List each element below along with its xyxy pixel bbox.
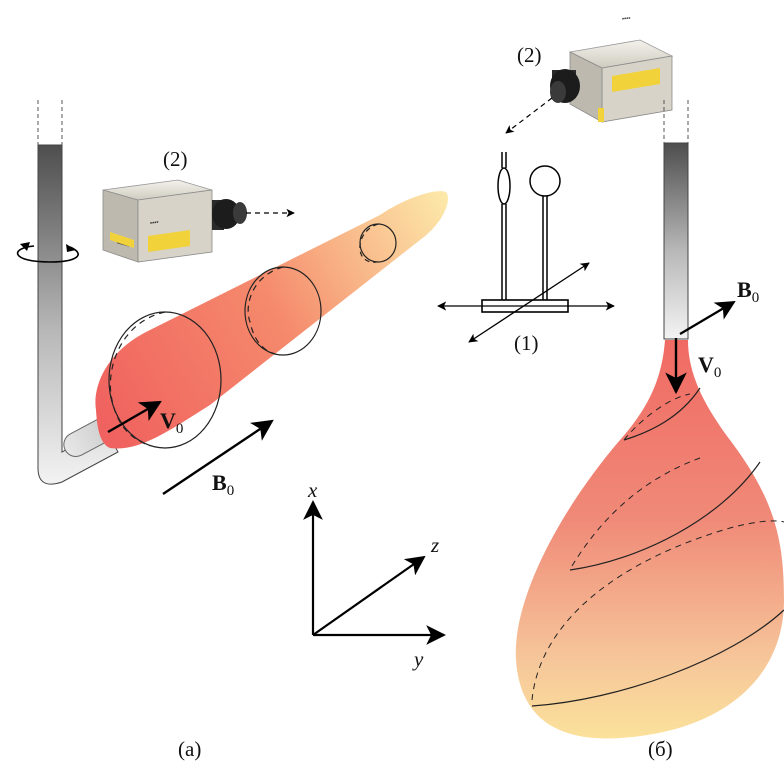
plume-a bbox=[95, 191, 449, 449]
plume-a-body bbox=[95, 191, 449, 449]
camera-b-label: (2) bbox=[517, 43, 542, 67]
panel-b-caption: (б) bbox=[648, 737, 673, 761]
probe-sphere-icon bbox=[529, 165, 561, 197]
device-axis-diagonal bbox=[468, 262, 590, 343]
axis-z-label: z bbox=[430, 533, 439, 557]
plume-b bbox=[515, 340, 784, 739]
camera-b-view-arrow bbox=[505, 97, 553, 134]
field-b-arrow bbox=[679, 300, 736, 335]
velocity-a-label: V0 bbox=[160, 408, 183, 437]
camera-a-icon: ▪▪▪▪ bbox=[102, 179, 247, 263]
plume-b-contour-2 bbox=[569, 461, 761, 571]
velocity-b-label: V0 bbox=[698, 352, 721, 381]
velocity-a-arrow bbox=[107, 400, 162, 434]
field-a-label: B0 bbox=[212, 470, 234, 499]
tube-b bbox=[663, 100, 689, 340]
panel-a-caption: (а) bbox=[178, 737, 201, 761]
coordinate-axes bbox=[303, 500, 446, 645]
tube-b-body bbox=[663, 142, 689, 340]
axis-z-arrow bbox=[312, 555, 426, 636]
svg-text:▪▪▪▪: ▪▪▪▪ bbox=[150, 220, 158, 227]
camera-a-label: (2) bbox=[163, 147, 188, 171]
axis-x-label: x bbox=[307, 478, 318, 502]
plume-b-contour-1 bbox=[623, 387, 701, 441]
svg-text:▪▪▪▪: ▪▪▪▪ bbox=[622, 16, 630, 23]
plume-b-body bbox=[515, 340, 784, 739]
axis-y-label: y bbox=[412, 647, 424, 671]
probe-loop-icon bbox=[497, 167, 511, 205]
camera-b-icon: ▪▪▪▪ bbox=[550, 16, 674, 123]
field-a-arrow bbox=[162, 419, 274, 495]
probe-device bbox=[437, 152, 615, 343]
device-label: (1) bbox=[514, 331, 539, 355]
plume-b-contour-3 bbox=[531, 609, 784, 707]
rotation-arrow-icon bbox=[16, 242, 79, 263]
field-b-label: B0 bbox=[737, 277, 759, 306]
